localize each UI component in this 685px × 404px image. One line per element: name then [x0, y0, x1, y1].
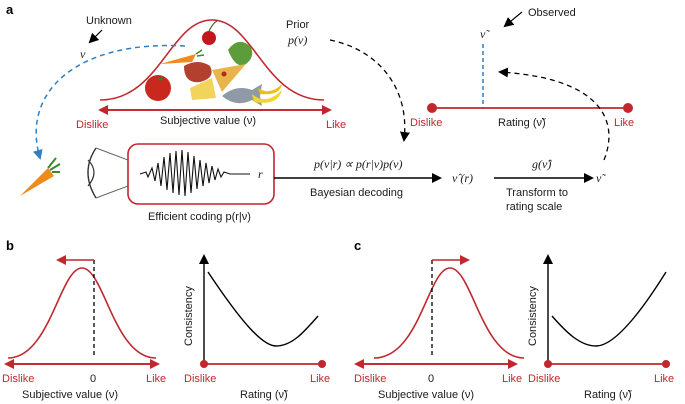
rating-scale-right-dot [623, 103, 633, 113]
panel-b-subjective-value: Subjective value (ν) [22, 389, 118, 401]
panel-b-rating-right-dot [318, 360, 326, 368]
panel-a-label: a [6, 2, 14, 17]
g-expr: g(ν̂) [532, 157, 552, 171]
panel-c-rating-like: Like [654, 373, 674, 385]
posterior-expr: p(ν|r) ∝ p(r|ν)p(ν) [313, 157, 402, 171]
panel-c-rating-dislike: Dislike [528, 373, 560, 385]
panel-b-label: b [6, 238, 14, 253]
panel-b-zero: 0 [90, 373, 96, 385]
unknown-arrow [88, 29, 103, 44]
panel-c-gaussian [373, 267, 525, 359]
eye-icon [87, 147, 129, 199]
transform-label-1: Transform to [506, 187, 568, 199]
rating-scale-left-dot [427, 103, 437, 113]
rating-like-label-a: Like [614, 117, 634, 129]
panel-b-rating-like: Like [310, 373, 330, 385]
rating-label-a: Rating (ν̃) [498, 117, 546, 129]
nu-tilde-observed: ν̃ [480, 27, 490, 41]
panel-c-label: c [354, 238, 361, 253]
subjective-value-label-a: Subjective value (ν) [160, 115, 256, 127]
panel-c-subjective-value: Subjective value (ν) [378, 389, 474, 401]
panel-c-consistency-curve [551, 271, 667, 347]
food-pile-icon [145, 20, 282, 106]
nu-tilde-output: ν̃ [596, 171, 606, 185]
panel-b-dislike: Dislike [2, 373, 34, 385]
bayesian-decoding-label: Bayesian decoding [310, 187, 403, 199]
dislike-label-a: Dislike [76, 119, 108, 131]
like-label-a: Like [326, 119, 346, 131]
prior-curve [99, 19, 325, 101]
panel-c-like: Like [502, 373, 522, 385]
panel-c-consistency-label: Consistency [527, 286, 539, 346]
panel-c-zero: 0 [428, 373, 434, 385]
r-signal-label: r [258, 167, 263, 181]
panel-b-consistency-curve [207, 271, 319, 347]
nu-unknown: ν [80, 47, 86, 61]
carrot-icon [20, 157, 61, 196]
panel-b: b Dislike 0 Like Subjective value (ν) Co… [2, 238, 330, 401]
rating-feedback-arrow [498, 67, 610, 161]
panel-b-like: Like [146, 373, 166, 385]
stimulus-arc-arrow [32, 44, 186, 160]
prior-expr: p(ν) [287, 33, 307, 47]
panel-c: c Dislike 0 Like Subjective value (ν) Co… [354, 238, 674, 401]
unknown-label: Unknown [86, 15, 132, 27]
panel-a: a Unknown ν [6, 2, 634, 223]
panel-c-rating: Rating (ν̃) [584, 389, 632, 401]
efficient-coding-label: Efficient coding p(r|ν) [148, 211, 251, 223]
panel-b-rating-left-dot [200, 360, 208, 368]
observed-label: Observed [528, 7, 576, 19]
panel-c-rating-right-dot [662, 360, 670, 368]
waveform-icon [139, 149, 250, 197]
panel-b-gaussian [7, 267, 157, 359]
prior-to-decoding-arrow [329, 39, 410, 142]
panel-b-consistency-label: Consistency [183, 286, 195, 346]
nu-hat-label: ν̂ (r) [452, 171, 473, 185]
transform-label-2: rating scale [506, 201, 562, 213]
panel-c-rating-left-dot [544, 360, 552, 368]
observed-arrow [503, 11, 523, 28]
panel-b-rating-dislike: Dislike [184, 373, 216, 385]
panel-b-rating: Rating (ν̃) [240, 389, 288, 401]
efficient-coding-box [127, 143, 275, 205]
panel-c-dislike: Dislike [354, 373, 386, 385]
rating-dislike-label-a: Dislike [410, 117, 442, 129]
prior-label: Prior [286, 19, 310, 31]
